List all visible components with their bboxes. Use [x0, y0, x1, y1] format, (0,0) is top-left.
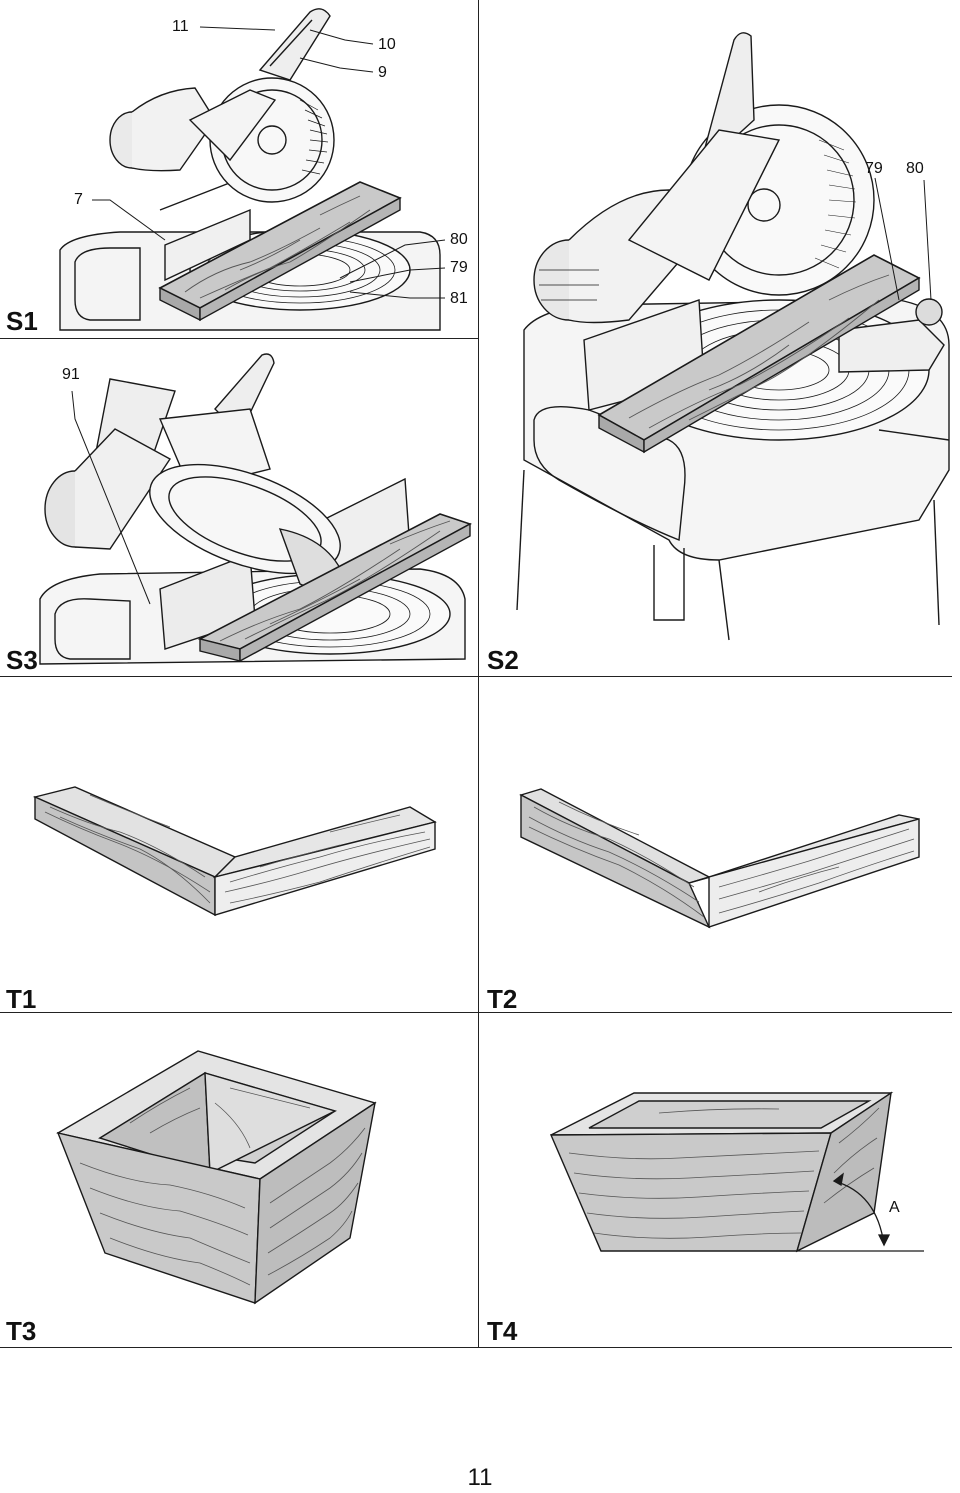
figure-t1: T1: [0, 677, 478, 1012]
figure-label-t2: T2: [487, 984, 518, 1012]
figure-t3: T3: [0, 1013, 478, 1347]
figure-label-s2: S2: [487, 645, 519, 675]
t2-illustration: [519, 788, 920, 929]
callout-9: 9: [378, 64, 387, 81]
figure-label-t3: T3: [6, 1316, 37, 1346]
figure-s2: 79 80 S2: [479, 0, 960, 676]
figure-s1: 11 10 9 7 80 79 81 S1: [0, 0, 478, 338]
figure-s3: 91 S3: [0, 339, 478, 676]
figure-label-t1: T1: [6, 984, 37, 1012]
divider-row3: [0, 1347, 952, 1348]
callout-79: 79: [865, 160, 883, 177]
callout-a: A: [889, 1199, 900, 1216]
callout-7: 7: [74, 191, 83, 208]
figure-label-s1: S1: [6, 306, 38, 336]
divider-s1: [0, 338, 478, 339]
s1-illustration: [59, 8, 446, 331]
s3-illustration: [39, 353, 473, 665]
figure-t2: T2: [479, 677, 960, 1012]
callout-81: 81: [450, 290, 468, 307]
figure-label-t4: T4: [487, 1316, 518, 1346]
figure-t4: A T4: [479, 1013, 960, 1347]
figure-label-s3: S3: [6, 645, 38, 675]
callout-79: 79: [450, 259, 468, 276]
callout-80: 80: [450, 231, 468, 248]
t1-illustration: [32, 786, 437, 917]
callout-91: 91: [62, 366, 80, 383]
page-number: 11: [467, 1464, 493, 1491]
divider-row2: [0, 1012, 952, 1013]
divider-row1: [0, 676, 952, 677]
t4-illustration: [549, 1091, 924, 1253]
s2-illustration: [516, 32, 950, 641]
divider-vertical: [478, 0, 479, 1348]
callout-10: 10: [378, 36, 396, 53]
callout-11: 11: [172, 18, 189, 35]
callout-80: 80: [906, 160, 924, 177]
t3-illustration: [56, 1050, 377, 1305]
